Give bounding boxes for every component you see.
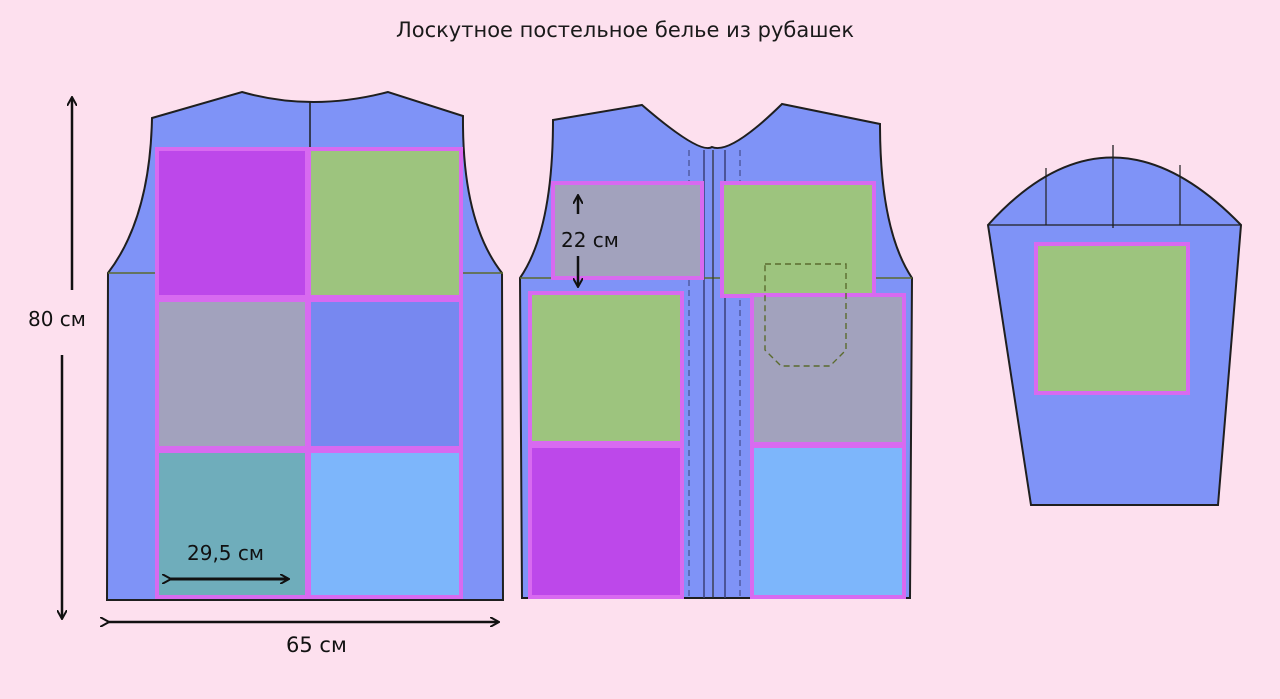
patch-front-right-mid [750, 293, 906, 446]
patch-width-label: 29,5 см [187, 541, 264, 565]
shirt-back [105, 90, 505, 601]
patch-back-r1c2 [307, 147, 463, 299]
patch-front-left-mid [528, 291, 684, 445]
shirt-sleeve [986, 145, 1243, 506]
patch-back-r2c2 [307, 298, 463, 450]
patch-front-right-bot [750, 444, 906, 599]
patch-front-right-top [720, 181, 876, 298]
patch-height-label: 22 см [561, 228, 619, 252]
back-patches [155, 147, 463, 599]
dimension-arrows [62, 98, 578, 622]
patch-back-r2c1 [155, 298, 309, 450]
height-label: 80 см [28, 307, 86, 331]
patch-front-left-bot [528, 444, 684, 599]
patch-back-r1c1 [155, 147, 309, 299]
shirt-front [518, 102, 914, 599]
width-label: 65 см [286, 633, 347, 657]
patch-back-r3c2 [307, 449, 463, 599]
patch-sleeve [1034, 242, 1190, 395]
pocket-outline [764, 263, 847, 367]
patch-back-r3c1 [155, 449, 309, 599]
diagram-title: Лоскутное постельное белье из рубашек [395, 18, 855, 42]
